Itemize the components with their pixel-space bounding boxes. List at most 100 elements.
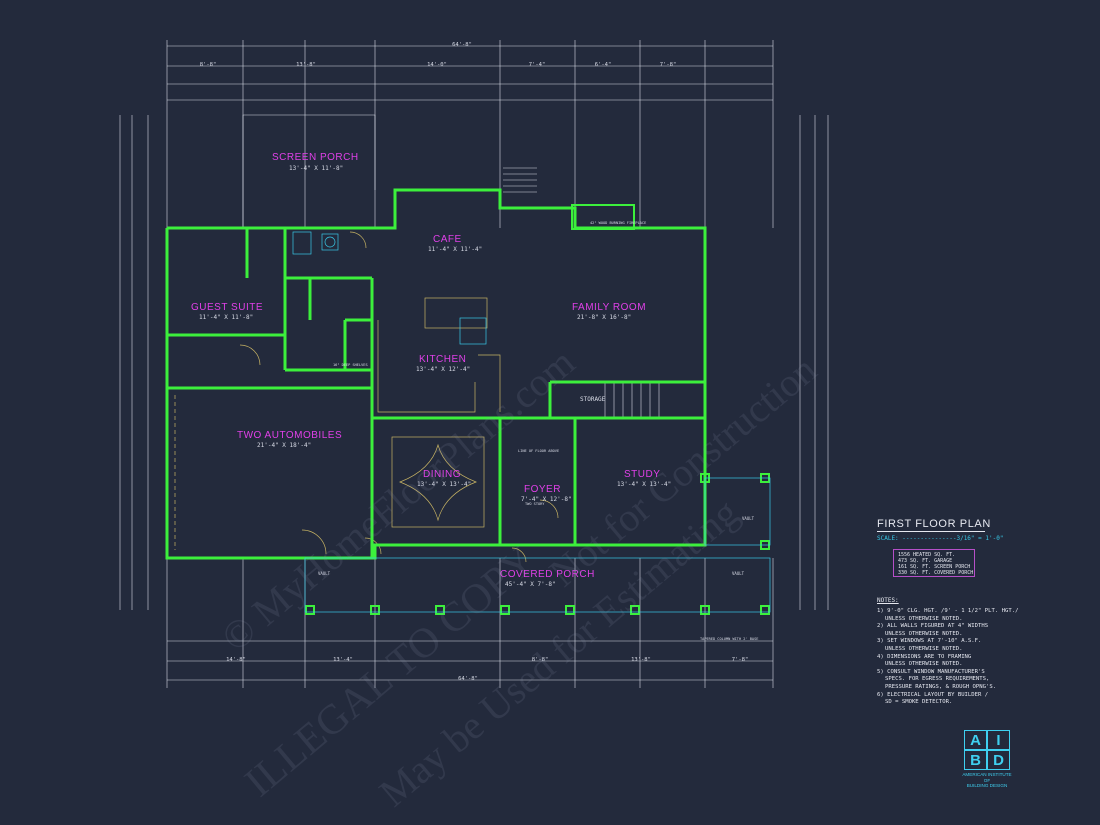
room-size-kitchen: 13'-4" X 12'-4"	[416, 366, 471, 373]
room-name-family-room: FAMILY ROOM	[572, 302, 647, 313]
porch-column	[370, 605, 380, 615]
dim-top-4: 7'-4"	[529, 62, 546, 68]
note-line: 4) DIMENSIONS ARE TO FRAMING	[877, 653, 972, 660]
shelves-label: 16" DEEP SHELVES	[333, 363, 368, 367]
logo-name: AMERICAN INSTITUTE OF BUILDING DESIGN	[954, 772, 1020, 789]
room-size-two-automobiles: 21'-4" X 18'-4"	[257, 442, 312, 449]
porch-column	[435, 605, 445, 615]
door-swing	[349, 231, 367, 249]
plan-scale: SCALE: ---------------3/16" = 1'-0"	[877, 535, 1004, 542]
room-size-screen-porch: 13'-4" X 11'-8"	[289, 165, 344, 172]
logo-name-line: OF	[983, 777, 991, 783]
room-name-study: STUDY	[624, 469, 661, 480]
note-line: 5) CONSULT WINDOW MANUFACTURER'S	[877, 668, 985, 675]
room-name-foyer: FOYER	[524, 484, 561, 495]
dim-bottom-1: 14'-8"	[226, 657, 246, 663]
dimension-text: 64'-8" 64'-8" 8'-8" 13'-8" 14'-0" 7'-4" …	[200, 42, 749, 682]
porch-column	[500, 605, 510, 615]
notes-heading: NOTES:	[877, 597, 899, 604]
dim-bottom-4: 13'-8"	[631, 657, 651, 663]
area-screen-porch: 161 SQ. FT. SCREEN PORCH	[898, 564, 971, 570]
area-summary-box: 1556 HEATED SQ. FT. 473 SQ. FT. GARAGE 1…	[893, 549, 975, 577]
porch-column	[305, 605, 315, 615]
note-line: UNLESS OTHERWISE NOTED.	[885, 615, 963, 622]
note-line: 6) ELECTRICAL LAYOUT BY BUILDER /	[877, 691, 989, 698]
kitchen-island	[424, 297, 488, 329]
overall-width-top: 64'-8"	[452, 42, 472, 48]
dim-bottom-3: 8'-8"	[532, 657, 549, 663]
dim-top-6: 7'-8"	[660, 62, 677, 68]
vault-label-2: VAULT	[742, 516, 755, 521]
dim-top-1: 8'-8"	[200, 62, 217, 68]
note-line: 3) SET WINDOWS AT 7'-10" A.S.F.	[877, 638, 982, 645]
porch-column	[565, 605, 575, 615]
dim-bottom-2: 13'-4"	[333, 657, 353, 663]
porch-column	[630, 605, 640, 615]
dimension-lines	[119, 40, 829, 688]
room-name-screen-porch: SCREEN PORCH	[272, 152, 359, 163]
area-heated: 1556 HEATED SQ. FT.	[898, 552, 956, 558]
dining-tray-ceiling	[391, 436, 485, 528]
note-line: 2) ALL WALLS FIGURED AT 4" WIDTHS	[877, 623, 989, 630]
storage-label: STORAGE	[580, 396, 606, 403]
fixtures	[174, 231, 559, 563]
vault-label-3: VAULT	[732, 571, 745, 576]
door-swing	[239, 344, 261, 366]
area-covered-porch: 330 SQ. FT. COVERED PORCH	[898, 570, 974, 576]
room-size-foyer: 7'-4" X 12'-8"	[521, 496, 572, 503]
floor-above-label: LINE OF FLOOR ABOVE	[518, 449, 559, 453]
room-size-cafe: 11'-4" X 11'-4"	[428, 246, 483, 253]
door-swing	[301, 529, 327, 555]
tapered-column-label: TAPERED COLUMN WITH 2' BASE	[700, 637, 758, 641]
logo-letter: I	[987, 730, 1010, 750]
room-size-dining: 13'-4" X 13'-4"	[417, 481, 472, 488]
logo-letter: D	[987, 750, 1010, 770]
porch-column	[700, 605, 710, 615]
door-swing	[511, 547, 527, 563]
note-line: UNLESS OTHERWISE NOTED.	[885, 630, 963, 637]
notes-block: NOTES: 1) 9'-0" CLG. HGT. /9' - 1 1/2" P…	[877, 597, 1037, 707]
note-line: SPECS. FOR EGRESS REQUIREMENTS,	[885, 676, 990, 683]
sink	[321, 233, 339, 251]
area-garage: 473 SQ. FT. GARAGE	[898, 558, 953, 564]
room-size-family-room: 21'-8" X 16'-8"	[577, 314, 632, 321]
door-swing	[539, 499, 559, 519]
kitchen-counter	[478, 354, 501, 412]
room-name-covered-porch: COVERED PORCH	[500, 569, 595, 580]
room-name-guest-suite: GUEST SUITE	[191, 302, 263, 313]
note-line: UNLESS OTHERWISE NOTED.	[885, 661, 963, 668]
logo-letter: A	[964, 730, 987, 750]
dining-ceiling-star	[399, 443, 477, 522]
fireplace	[571, 204, 635, 230]
room-name-cafe: CAFE	[433, 234, 462, 245]
tub	[292, 231, 312, 255]
overall-width-bottom: 64'-8"	[458, 676, 478, 682]
note-line: 1) 9'-0" CLG. HGT. /9' - 1 1/2" PLT. HGT…	[877, 608, 1019, 614]
aibd-logo-icon: A I B D AMERICAN INSTITUTE OF BUILDING D…	[960, 730, 1016, 790]
room-size-guest-suite: 11'-4" X 11'-8"	[199, 314, 254, 321]
logo-name-line: AMERICAN INSTITUTE	[962, 772, 1012, 777]
side-porch-outline	[704, 477, 771, 546]
note-line: UNLESS OTHERWISE NOTED.	[885, 645, 963, 652]
cooktop	[459, 317, 487, 345]
plan-title: FIRST FLOOR PLAN	[877, 518, 991, 530]
door-swing	[364, 537, 382, 555]
dim-bottom-5: 7'-8"	[732, 657, 749, 663]
porch-column	[760, 605, 770, 615]
kitchen-counter	[377, 320, 476, 413]
porch-outline	[292, 231, 771, 613]
dim-top-2: 13'-8"	[296, 62, 316, 68]
fireplace-label: 42" WOOD BURNING FIREPLACE	[590, 221, 646, 225]
annotation-text: STORAGE 42" WOOD BURNING FIREPLACE 16" D…	[318, 221, 758, 641]
vault-label-1: VAULT	[318, 571, 331, 576]
dim-top-5: 6'-4"	[595, 62, 612, 68]
note-line: PRESSURE RATINGS, & ROUGH OPNG'S.	[885, 683, 997, 690]
room-name-two-automobiles: TWO AUTOMOBILES	[237, 430, 343, 441]
plan-title-underline	[877, 531, 985, 532]
room-size-covered-porch: 45'-4" X 7'-8"	[505, 581, 556, 588]
dim-top-3: 14'-0"	[427, 62, 447, 68]
logo-name-line: BUILDING DESIGN	[966, 783, 1008, 789]
two-story-label: TWO STORY	[525, 502, 545, 506]
covered-porch-outline	[304, 557, 771, 613]
